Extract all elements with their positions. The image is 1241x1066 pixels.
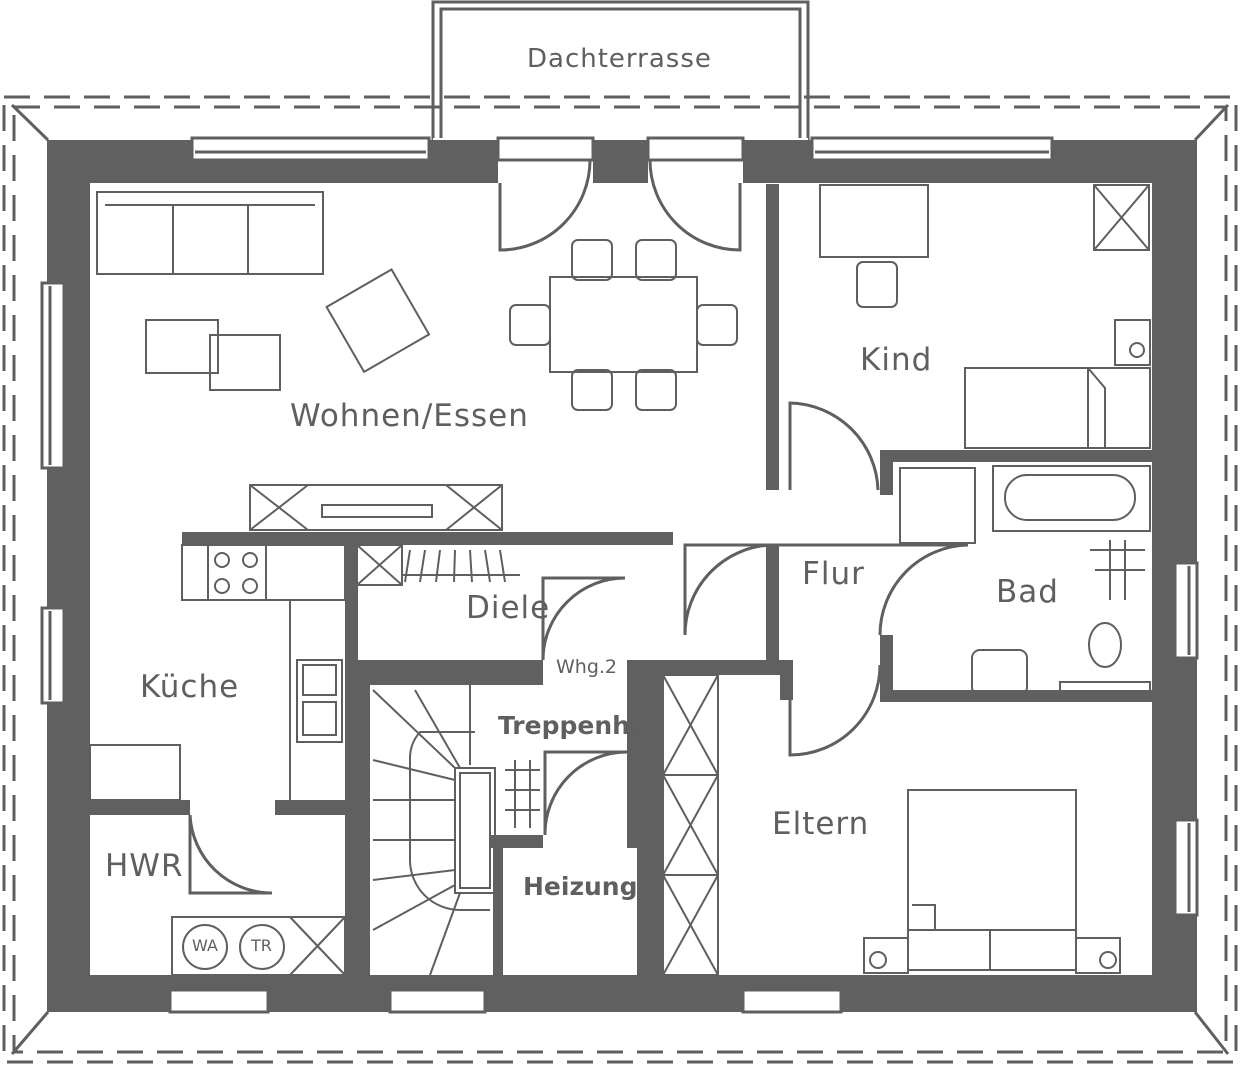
room-label-diele: Diele [466, 590, 551, 626]
room-label-dachterrasse: Dachterrasse [527, 44, 712, 74]
room-label-wohnen-essen: Wohnen/Essen [290, 398, 529, 434]
windows [40, 136, 1199, 1014]
room-label-bad: Bad [996, 574, 1059, 610]
room-label-kueche: Küche [140, 669, 240, 705]
terrace-wall [433, 140, 808, 183]
room-label-kind: Kind [860, 342, 933, 378]
room-label-hwr: HWR [105, 848, 184, 884]
room-label-eltern: Eltern [772, 806, 870, 842]
washer-label: WA [192, 936, 218, 955]
room-label-flur: Flur [802, 556, 865, 592]
doors [188, 159, 969, 895]
chairs [509, 239, 898, 411]
apartment-label: Whg.2 [556, 656, 618, 678]
walls [47, 140, 1197, 1012]
furniture [89, 184, 1151, 976]
roof-outline [2, 95, 1238, 1064]
room-label-treppenhaus: Treppenh. [498, 711, 640, 740]
room-label-heizung: Heizung [523, 872, 638, 901]
roof-corner-lines [10, 103, 1230, 1055]
dryer-label: TR [251, 936, 272, 955]
